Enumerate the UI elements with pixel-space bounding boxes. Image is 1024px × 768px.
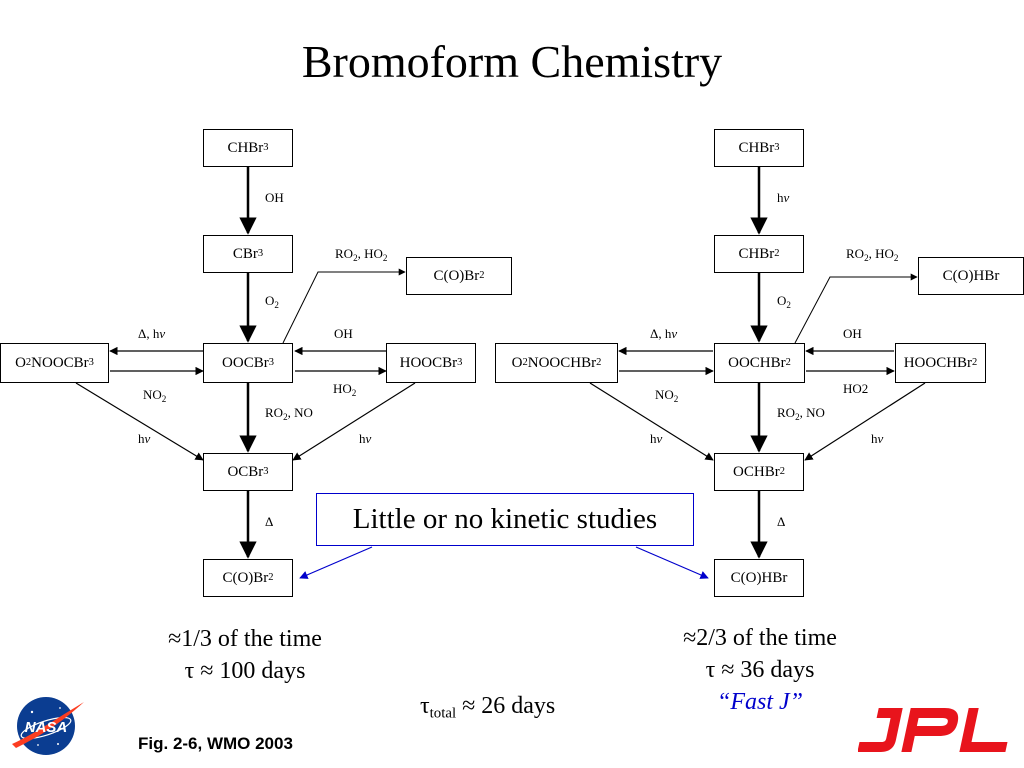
nasa-logo-star (37, 744, 39, 746)
right-branch-note: ≈2/3 of the time τ ≈ 36 days “Fast J” (660, 622, 860, 718)
total-lifetime-symbol: τ (420, 693, 430, 719)
slide-title: Bromoform Chemistry (301, 36, 723, 87)
right-label-delta: Δ (777, 514, 786, 529)
kinetic-studies-callout: Little or no kinetic studies (316, 493, 694, 546)
left-label-ro2-ho2: RO2, HO2 (335, 246, 388, 264)
left-label-ro2-no: RO2, NO (265, 405, 313, 423)
left-label-delta: Δ (265, 514, 274, 529)
right-lifetime: τ ≈ 36 days (705, 657, 815, 683)
left-fraction: ≈1/3 of the time (168, 626, 322, 652)
left-label-o2: O2 (265, 293, 279, 311)
right-label-hv-hydroperoxide: hν (871, 431, 884, 446)
right-label-ro2-no: RO2, NO (777, 405, 825, 423)
right-arrow-hydroperoxide-to-alkoxy (804, 382, 926, 461)
nasa-logo: NASA (12, 697, 84, 755)
left-label-hv-hydroperoxide: hν (359, 431, 372, 446)
nasa-logo-wordmark: NASA (25, 719, 68, 736)
callout-pointer-left (299, 546, 373, 579)
nasa-logo-star (30, 710, 34, 714)
right-label-ho2: HO2 (843, 381, 869, 396)
fast-j-label: “Fast J” (716, 689, 803, 715)
right-side-carbonyl-box: C(O)HBr (918, 257, 1024, 295)
jpl-logo-wordmark (858, 708, 1008, 752)
right-label-hv-initiation: hν (777, 190, 790, 205)
jpl-letter-p (901, 708, 959, 752)
left-label-oh: OH (334, 326, 353, 341)
right-label-oh: OH (843, 326, 862, 341)
nasa-logo-swoosh (12, 702, 84, 748)
nasa-logo-star (57, 743, 59, 745)
right-label-o2: O2 (777, 293, 791, 311)
right-label-no2: NO2 (655, 387, 679, 405)
total-lifetime: τtotal ≈ 26 days (420, 690, 555, 722)
left-arrow-hydroperoxide-to-alkoxy (292, 382, 416, 461)
right-fraction: ≈2/3 of the time (683, 625, 837, 651)
left-arrow-peroxy-to-side-carbonyl (282, 268, 406, 344)
left-branch-note: ≈1/3 of the time τ ≈ 100 days (145, 623, 345, 687)
jpl-letter-j (858, 708, 903, 752)
total-lifetime-value: ≈ 26 days (456, 693, 556, 719)
left-label-no2: NO2 (143, 387, 167, 405)
callout-pointer-right (635, 546, 709, 579)
nasa-logo-orbit (20, 716, 72, 740)
right-label-hv-nitrate: hν (650, 431, 663, 446)
figure-citation: Fig. 2-6, WMO 2003 (138, 734, 293, 753)
left-mechanism-arrows (75, 167, 416, 559)
jpl-logo (858, 708, 1008, 752)
total-lifetime-subscript: total (429, 705, 457, 722)
right-label-delta-hv: Δ, hν (650, 326, 678, 341)
left-lifetime: τ ≈ 100 days (184, 658, 306, 684)
left-label-delta-hv: Δ, hν (138, 326, 166, 341)
right-arrow-peroxy-to-side-carbonyl (794, 273, 918, 344)
left-label-ho2: HO2 (333, 381, 357, 399)
left-arrow-nitrate-to-alkoxy (75, 382, 204, 461)
jpl-letter-l (959, 708, 1008, 752)
right-arrow-nitrate-to-alkoxy (589, 382, 714, 461)
left-label-hv-nitrate: hν (138, 431, 151, 446)
nasa-logo-star (59, 707, 61, 709)
right-label-ro2-ho2: RO2, HO2 (846, 246, 899, 264)
left-label-oh-initiation: OH (265, 190, 284, 205)
right-mechanism-arrows (589, 167, 926, 559)
right-carbonyl-box: C(O)HBr (714, 559, 804, 597)
